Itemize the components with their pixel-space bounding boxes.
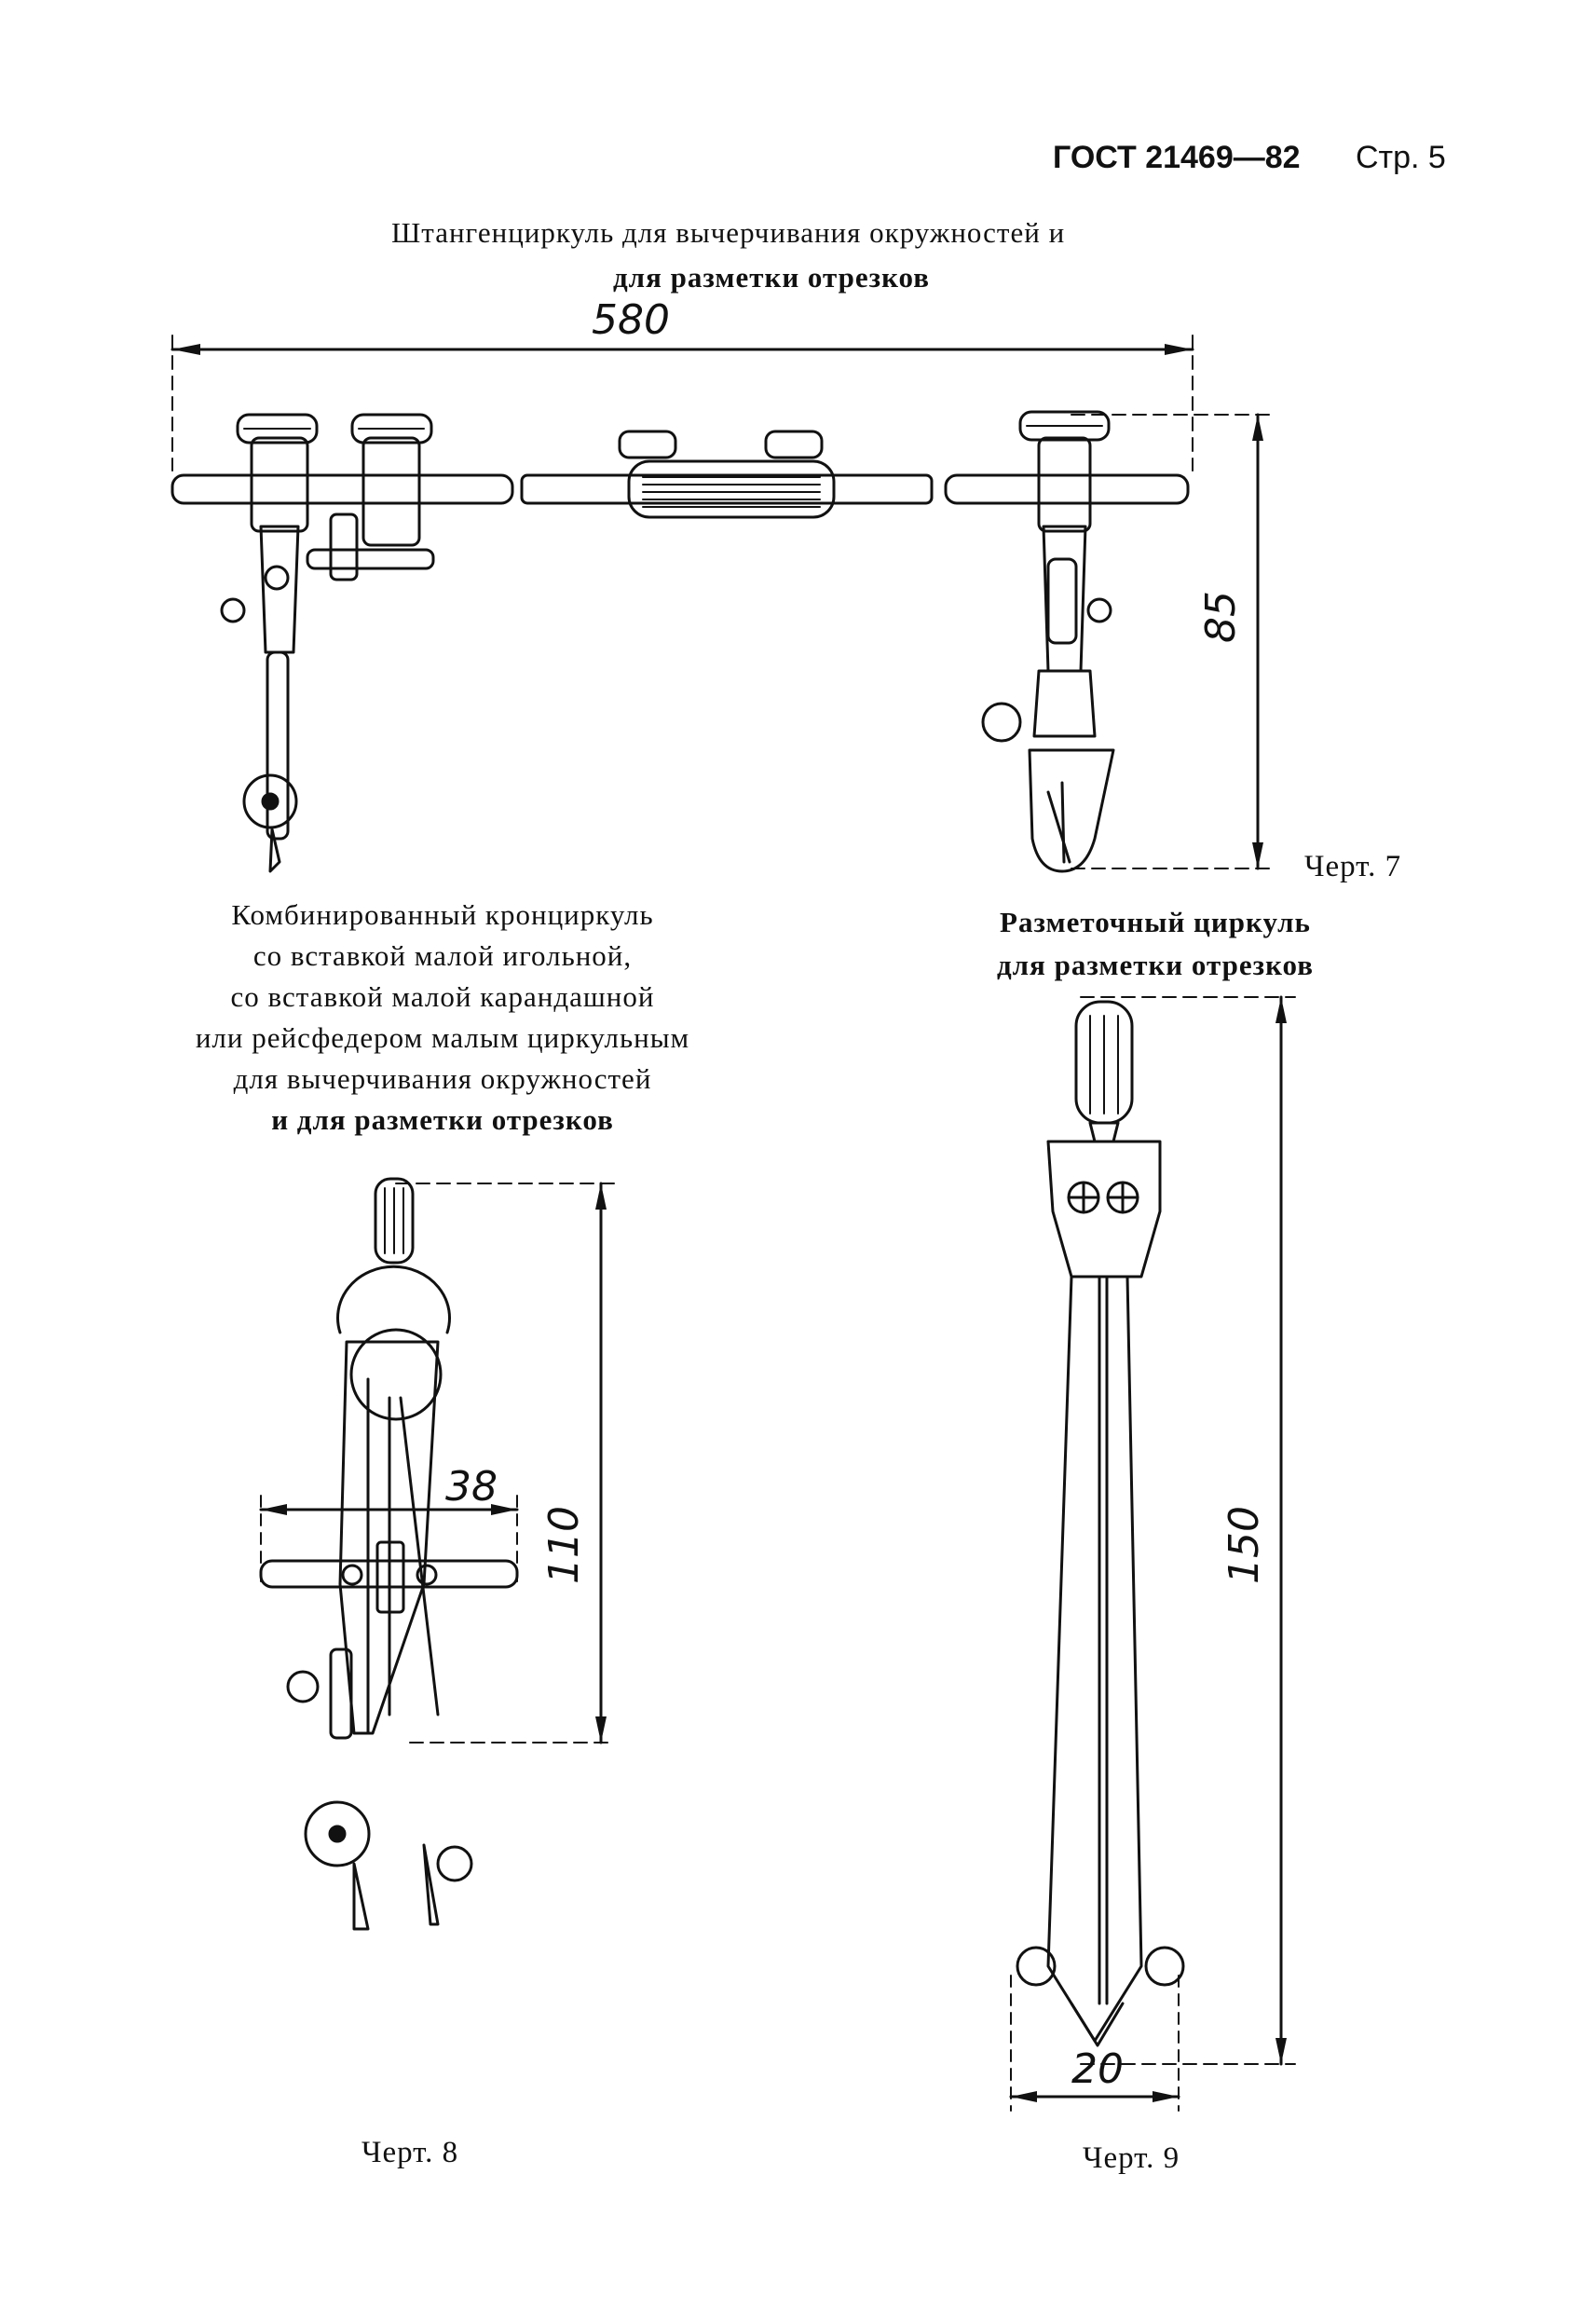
figure8-drawing [259, 1177, 616, 1931]
figure8-title-line6: и для разметки отрезков [271, 1103, 614, 1136]
page-number: Стр. 5 [1356, 140, 1446, 175]
figure8-title-line2: со вставкой малой игольной, [252, 939, 633, 972]
dim-label-150: 150 [1221, 1506, 1268, 1584]
figure9-caption: Черт. 9 [1083, 2141, 1180, 2175]
figure9-drawing [1009, 995, 1296, 2112]
figure8-title-line1: Комбинированный кронциркуль [231, 898, 654, 931]
figure8-title-line4: или рейсфедером малым циркульным [195, 1021, 690, 1054]
dim-label-20: 20 [1071, 2045, 1124, 2093]
figure7-title-line1: Штангенциркуль для вычерчивания окружнос… [391, 216, 1066, 249]
dim-label-38: 38 [445, 1463, 498, 1511]
figure7-caption: Черт. 7 [1304, 850, 1402, 883]
dim-label-580: 580 [592, 296, 670, 344]
figure8-title-line3: со вставкой малой карандашной [230, 980, 655, 1013]
figure9-title-line2: для разметки отрезков [996, 949, 1314, 981]
dim-label-110: 110 [540, 1506, 588, 1584]
standard-number: ГОСТ 21469—82 [1053, 140, 1301, 175]
figure8-title-line5: для вычерчивания окружностей [233, 1062, 652, 1095]
dim-label-85: 85 [1197, 591, 1245, 643]
figure8-caption: Черт. 8 [361, 2136, 459, 2169]
figure7-title-line2: для разметки отрезков [613, 261, 931, 294]
figure9-title-line1: Разметочный циркуль [1000, 906, 1311, 938]
figure7-drawing [171, 335, 1273, 873]
